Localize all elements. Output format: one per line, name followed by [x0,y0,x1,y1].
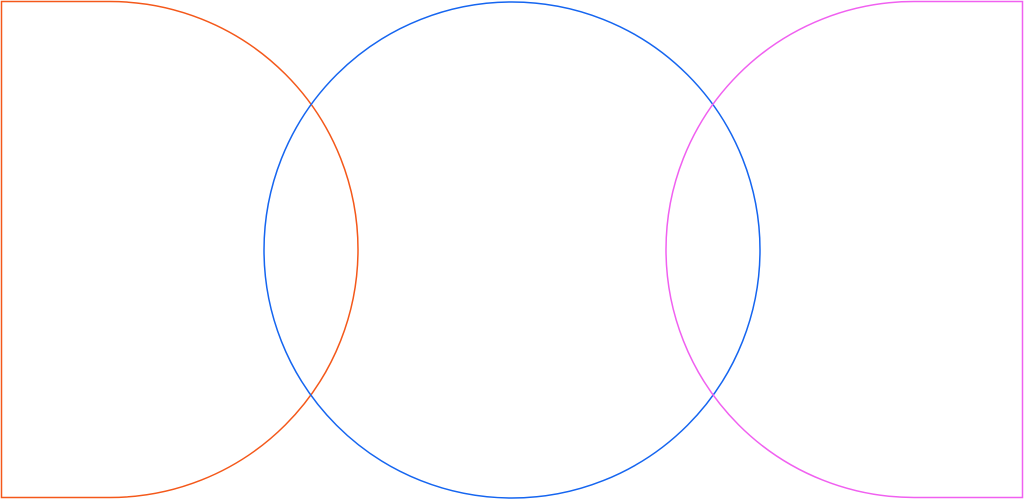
right-rounded-shape [665,0,1024,499]
center-circle [263,1,761,499]
left-rounded-shape [0,0,359,499]
